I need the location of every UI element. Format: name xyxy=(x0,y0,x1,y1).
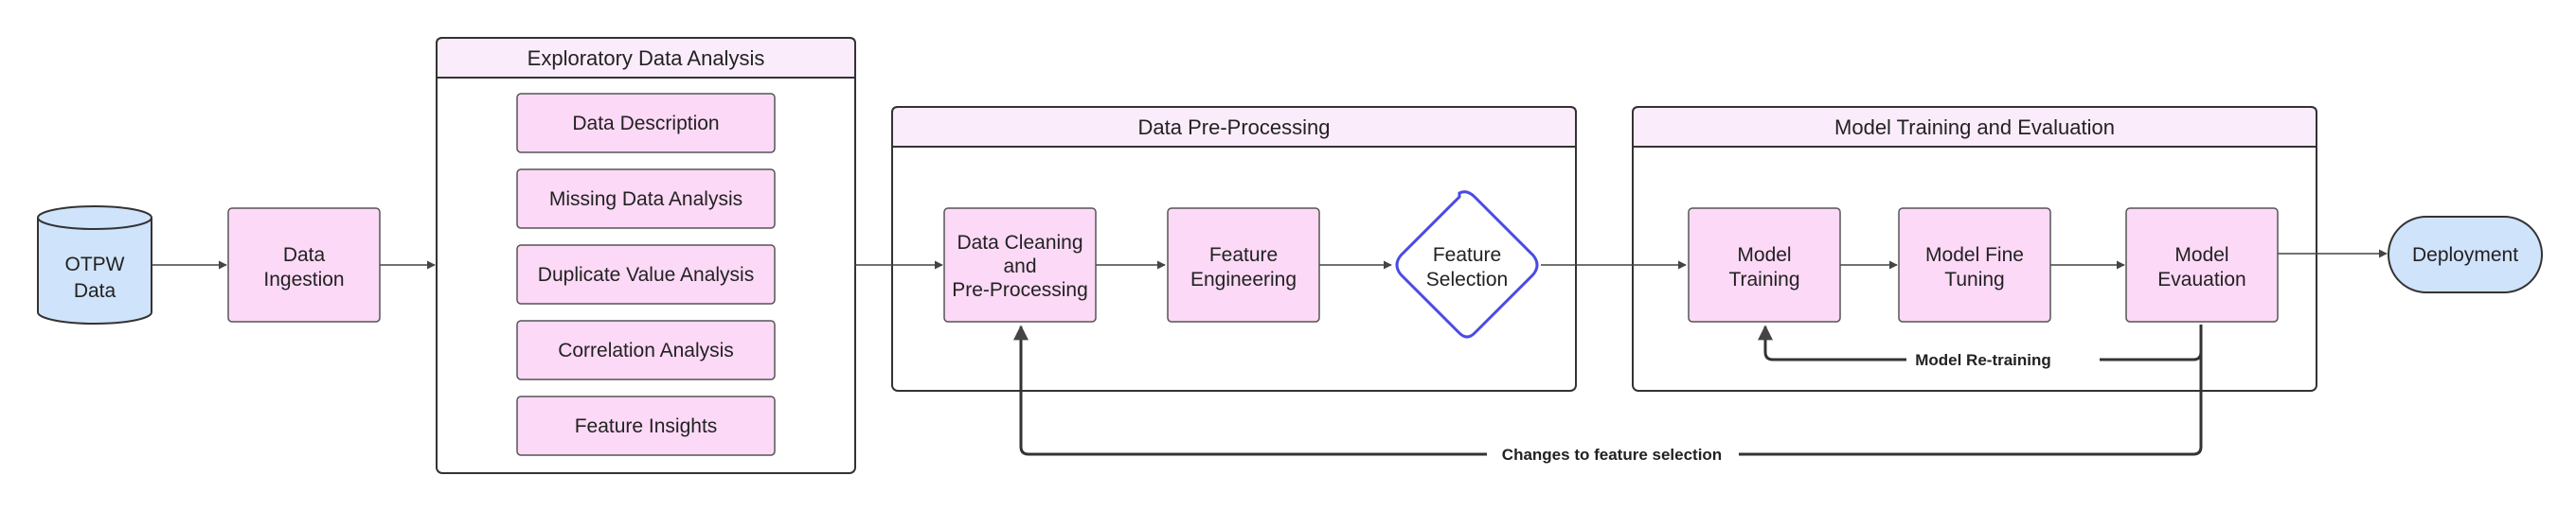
node-cleaning-line3: Pre-Processing xyxy=(952,279,1088,301)
node-data-ingestion[interactable]: Data Ingestion xyxy=(227,207,381,323)
node-ingestion-line1: Data xyxy=(283,244,326,266)
node-otpw-data[interactable]: OTPW Data xyxy=(37,205,152,325)
node-feature-insights[interactable]: Feature Insights xyxy=(516,396,776,456)
edge-label-bg-feature-changes xyxy=(1487,444,1739,465)
node-feature-selection-line1: Feature xyxy=(1433,244,1501,266)
node-feature-engineering-line2: Engineering xyxy=(1190,269,1297,291)
node-model-evaluation[interactable]: Model Evauation xyxy=(2125,207,2279,323)
node-data-cleaning[interactable]: Data Cleaning and Pre-Processing xyxy=(943,207,1097,323)
node-feature-selection[interactable]: Feature Selection xyxy=(1395,190,1539,339)
node-evaluation-line1: Model xyxy=(2174,244,2228,266)
node-model-fine-tuning[interactable]: Model Fine Tuning xyxy=(1898,207,2051,323)
node-correlation-analysis[interactable]: Correlation Analysis xyxy=(516,320,776,380)
edge-label-feature-changes: Changes to feature selection xyxy=(1502,446,1722,464)
node-otpw-line2: Data xyxy=(74,280,116,302)
node-cleaning-line2: and xyxy=(1003,256,1036,277)
node-feature-insights-label: Feature Insights xyxy=(575,415,718,437)
node-feature-engineering[interactable]: Feature Engineering xyxy=(1167,207,1320,323)
node-evaluation-line2: Evauation xyxy=(2157,269,2245,291)
node-model-training-line1: Model xyxy=(1737,244,1791,266)
node-data-description-label: Data Description xyxy=(572,113,719,134)
group-title-training: Model Training and Evaluation xyxy=(1834,115,2115,139)
node-fine-tuning-line1: Model Fine xyxy=(1925,244,2024,266)
node-ingestion-line2: Ingestion xyxy=(263,269,344,291)
edges xyxy=(152,249,2388,270)
node-cleaning-line1: Data Cleaning xyxy=(957,232,1082,254)
group-title-preprocessing: Data Pre-Processing xyxy=(1138,115,1331,139)
node-correlation-label: Correlation Analysis xyxy=(558,340,734,361)
node-model-training[interactable]: Model Training xyxy=(1688,207,1841,323)
node-data-description[interactable]: Data Description xyxy=(516,93,776,153)
node-duplicate-value-analysis[interactable]: Duplicate Value Analysis xyxy=(516,244,776,305)
node-deployment[interactable]: Deployment xyxy=(2388,216,2543,293)
edge-label-retraining: Model Re-training xyxy=(1915,351,2051,369)
node-model-training-line2: Training xyxy=(1728,269,1799,291)
node-deployment-label: Deployment xyxy=(2412,244,2518,266)
node-otpw-line1: OTPW xyxy=(65,254,125,275)
node-feature-engineering-line1: Feature xyxy=(1209,244,1278,266)
node-feature-selection-line2: Selection xyxy=(1426,269,1508,291)
node-missing-data-analysis[interactable]: Missing Data Analysis xyxy=(516,168,776,229)
edge-label-bg-retraining xyxy=(1906,349,2100,370)
node-missing-data-label: Missing Data Analysis xyxy=(549,188,742,210)
node-duplicate-value-label: Duplicate Value Analysis xyxy=(538,264,754,286)
node-fine-tuning-line2: Tuning xyxy=(1944,269,2004,291)
group-title-eda: Exploratory Data Analysis xyxy=(528,46,765,70)
